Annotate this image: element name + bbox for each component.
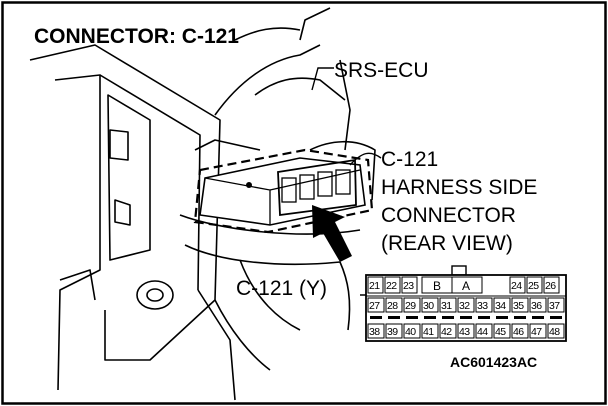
- pin-45: 45: [495, 326, 506, 338]
- pin-39: 39: [387, 326, 398, 338]
- pin-row-1: 21 22 23 B A 24 25 26: [369, 279, 557, 293]
- pin-24: 24: [511, 280, 522, 292]
- connector-title: CONNECTOR: C-121: [34, 25, 239, 48]
- pin-35: 35: [513, 300, 524, 312]
- pin-43: 43: [459, 326, 470, 338]
- pin-28: 28: [387, 300, 398, 312]
- srs-ecu-module: [193, 148, 374, 234]
- connector-id-label: C-121 (Y): [236, 277, 327, 300]
- callout-harness-side: HARNESS SIDE: [381, 176, 537, 199]
- pin-21: 21: [369, 280, 380, 292]
- pin-47: 47: [531, 326, 542, 338]
- callout-connector-code: C-121: [381, 148, 438, 171]
- pin-row-2: 27 28 29 30 31 32 33 34 35 36 37: [369, 300, 561, 312]
- pin-37: 37: [549, 300, 560, 312]
- pin-22: 22: [386, 280, 397, 292]
- pin-row-2-cells: [367, 297, 565, 313]
- pin-32: 32: [459, 300, 470, 312]
- pin-34: 34: [495, 300, 506, 312]
- pin-30: 30: [423, 300, 434, 312]
- pin-36: 36: [531, 300, 542, 312]
- pin-b: B: [433, 279, 441, 293]
- ecu-label: SRS-ECU: [334, 59, 429, 82]
- pin-46: 46: [513, 326, 524, 338]
- callout-rear-view: (REAR VIEW): [381, 232, 513, 255]
- pin-42: 42: [441, 326, 452, 338]
- figure-code: AC601423AC: [450, 354, 537, 370]
- pin-40: 40: [405, 326, 416, 338]
- pin-26: 26: [545, 280, 556, 292]
- pin-44: 44: [477, 326, 488, 338]
- connector-housing: [365, 274, 567, 342]
- callout-connector-word: CONNECTOR: [381, 204, 516, 227]
- pin-29: 29: [405, 300, 416, 312]
- pin-33: 33: [477, 300, 488, 312]
- pin-row-3: 38 39 40 41 42 43 44 45 46 47 48: [369, 326, 561, 338]
- pin-row-3-cells: [367, 323, 565, 339]
- pointing-arrow: [312, 205, 352, 262]
- pin-48: 48: [549, 326, 560, 338]
- pin-separators: [370, 316, 562, 319]
- pin-27: 27: [369, 300, 380, 312]
- pin-31: 31: [441, 300, 452, 312]
- vehicle-body-lineart: [29, 7, 376, 401]
- connector-latch: [451, 265, 467, 276]
- pin-23: 23: [403, 280, 414, 292]
- connector-pinout: [365, 265, 567, 342]
- pin-41: 41: [423, 326, 434, 338]
- pin-25: 25: [528, 280, 539, 292]
- pin-a: A: [462, 279, 470, 293]
- pin-38: 38: [369, 326, 380, 338]
